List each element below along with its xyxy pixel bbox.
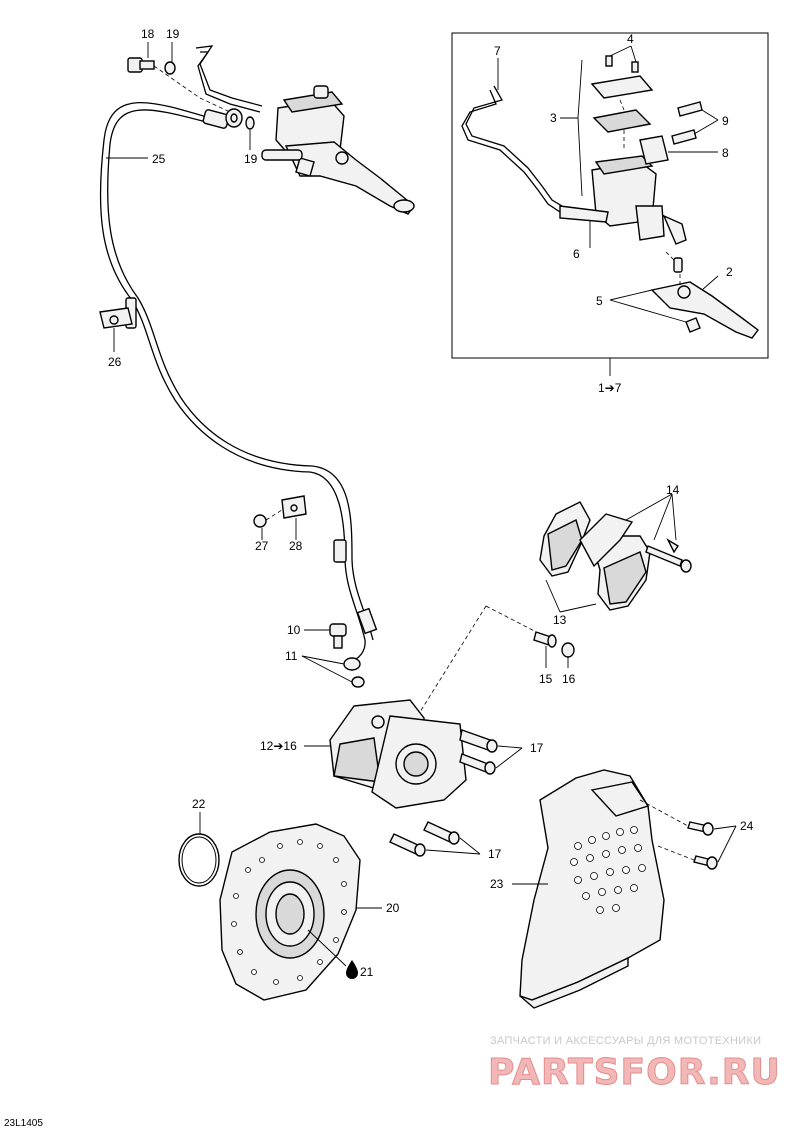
label-20: 20 bbox=[386, 901, 400, 915]
label-22: 22 bbox=[192, 797, 206, 811]
reservoir-cover bbox=[590, 75, 654, 150]
label-16: 16 bbox=[562, 672, 576, 686]
label-4: 4 bbox=[627, 32, 634, 46]
nut-27 bbox=[253, 514, 267, 540]
label-5: 5 bbox=[596, 294, 603, 308]
label-10: 10 bbox=[287, 623, 301, 637]
disc-guard-23 bbox=[512, 769, 665, 1009]
watermark-brand: PARTSFOR.RU bbox=[488, 1052, 781, 1093]
cap-16 bbox=[561, 642, 575, 668]
label-23: 23 bbox=[490, 877, 504, 891]
callout-labels: 18 19 19 25 26 7 4 3 9 8 6 2 5 1➔7 27 28… bbox=[108, 27, 754, 979]
banjo-bolt-18 bbox=[127, 42, 155, 73]
brake-lever-2 bbox=[650, 257, 759, 339]
clamp-8 bbox=[639, 135, 718, 165]
label-11: 11 bbox=[285, 649, 298, 663]
label-6: 6 bbox=[573, 247, 580, 261]
washer-19-top bbox=[164, 42, 176, 75]
label-18: 18 bbox=[141, 27, 155, 41]
banjo-fitting bbox=[202, 108, 243, 129]
brake-switch-wire-7 bbox=[461, 58, 563, 213]
label-14: 14 bbox=[666, 483, 680, 497]
reservoir-bracket-3 bbox=[560, 59, 583, 197]
master-cylinder-body bbox=[559, 155, 687, 248]
bleeder-15 bbox=[533, 631, 557, 668]
caliper-bolts-17 bbox=[389, 729, 523, 857]
hose-clip-26 bbox=[99, 307, 133, 352]
clip-28 bbox=[265, 495, 307, 540]
label-25: 25 bbox=[152, 152, 166, 166]
label-17-upper: 17 bbox=[530, 741, 544, 755]
pad-pin-14 bbox=[625, 493, 692, 573]
label-9: 9 bbox=[722, 114, 729, 128]
kit-box-1-to-7 bbox=[451, 32, 769, 376]
label-12-to-16: 12➔16 bbox=[260, 739, 297, 753]
washer-19-lower bbox=[245, 116, 255, 150]
label-15: 15 bbox=[539, 672, 553, 686]
watermark-tagline: ЗАПЧАСТИ И АКСЕССУАРЫ ДЛЯ МОТОТЕХНИКИ bbox=[490, 1035, 761, 1047]
label-1-to-7: 1➔7 bbox=[598, 381, 622, 395]
o-ring-22 bbox=[178, 812, 220, 887]
master-cylinder-assembly-left bbox=[261, 85, 415, 215]
pin-and-nut-5 bbox=[609, 251, 687, 323]
label-28: 28 bbox=[289, 539, 303, 553]
label-13: 13 bbox=[553, 613, 567, 627]
label-21: 21 bbox=[360, 965, 374, 979]
brake-hose-25 bbox=[99, 101, 378, 663]
label-27: 27 bbox=[255, 539, 269, 553]
washers-11 bbox=[301, 655, 365, 688]
label-19-lower: 19 bbox=[244, 152, 258, 166]
label-19-top: 19 bbox=[166, 27, 180, 41]
brake-pads-13 bbox=[539, 501, 651, 613]
label-17-lower: 17 bbox=[488, 847, 502, 861]
label-3: 3 bbox=[550, 111, 557, 125]
cover-screws-4 bbox=[605, 45, 639, 73]
watermark: ЗАПЧАСТИ И АКСЕССУАРЫ ДЛЯ МОТОТЕХНИКИ PA… bbox=[488, 1035, 781, 1094]
label-8: 8 bbox=[722, 146, 729, 160]
drawing-code: 23L1405 bbox=[4, 1118, 43, 1129]
brake-disc-20 bbox=[219, 823, 382, 1001]
guard-screws-24 bbox=[639, 799, 737, 870]
label-24: 24 bbox=[740, 819, 754, 833]
lubricant-drop-icon bbox=[346, 960, 358, 979]
clamp-bolts-9 bbox=[671, 101, 719, 145]
label-2: 2 bbox=[726, 265, 733, 279]
label-26: 26 bbox=[108, 355, 122, 369]
label-7: 7 bbox=[494, 44, 501, 58]
caliper-12-to-16 bbox=[304, 699, 467, 809]
banjo-bolt-10 bbox=[304, 623, 347, 649]
